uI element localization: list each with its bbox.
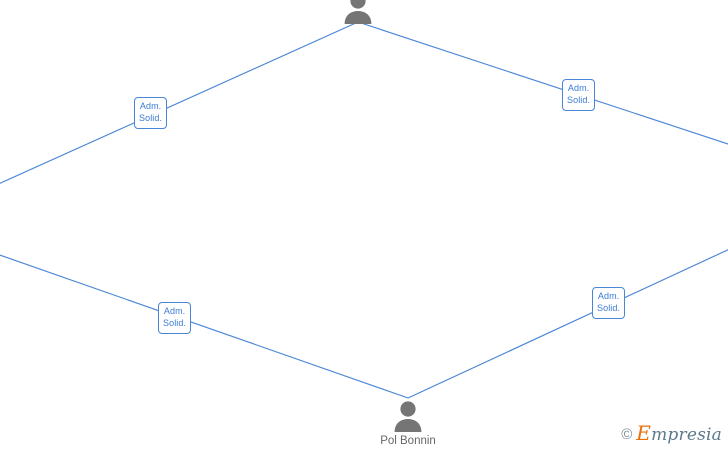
relation-badge-line-2: Solid. xyxy=(163,317,187,328)
edge-group xyxy=(0,21,728,399)
brand-rest: mpresia xyxy=(651,425,722,445)
relation-badge-line-2: Solid. xyxy=(139,112,163,123)
person-icon xyxy=(394,401,422,432)
edge-bottom-left[interactable] xyxy=(0,253,409,399)
empresia-watermark: © Empresia xyxy=(621,423,722,445)
person-node-top[interactable] xyxy=(313,0,403,26)
brand-wordmark: Empresia xyxy=(636,423,722,445)
relation-badge-line-2: Solid. xyxy=(597,302,621,313)
relation-badge-top-left[interactable]: Adm. Solid. xyxy=(134,97,168,129)
relation-badge-line-1: Adm. xyxy=(597,291,620,301)
person-label-bottom: Pol Bonnin xyxy=(380,435,436,447)
relation-badge-line-1: Adm. xyxy=(139,101,162,111)
relation-badge-line-2: Solid. xyxy=(567,94,591,105)
person-icon xyxy=(344,0,372,24)
brand-initial: E xyxy=(636,421,652,445)
relation-badge-bottom-left[interactable]: Adm. Solid. xyxy=(158,302,192,334)
relation-badge-line-1: Adm. xyxy=(567,83,590,93)
relation-badge-line-1: Adm. xyxy=(163,306,186,316)
copyright-icon: © xyxy=(621,426,633,443)
relation-badge-bottom-right[interactable]: Adm. Solid. xyxy=(592,287,626,319)
person-node-bottom[interactable]: Pol Bonnin xyxy=(363,398,453,448)
edge-top-left[interactable] xyxy=(0,21,359,186)
relation-badge-top-right[interactable]: Adm. Solid. xyxy=(562,79,596,111)
edge-bottom-right[interactable] xyxy=(407,247,728,399)
edge-top-right[interactable] xyxy=(357,21,728,146)
